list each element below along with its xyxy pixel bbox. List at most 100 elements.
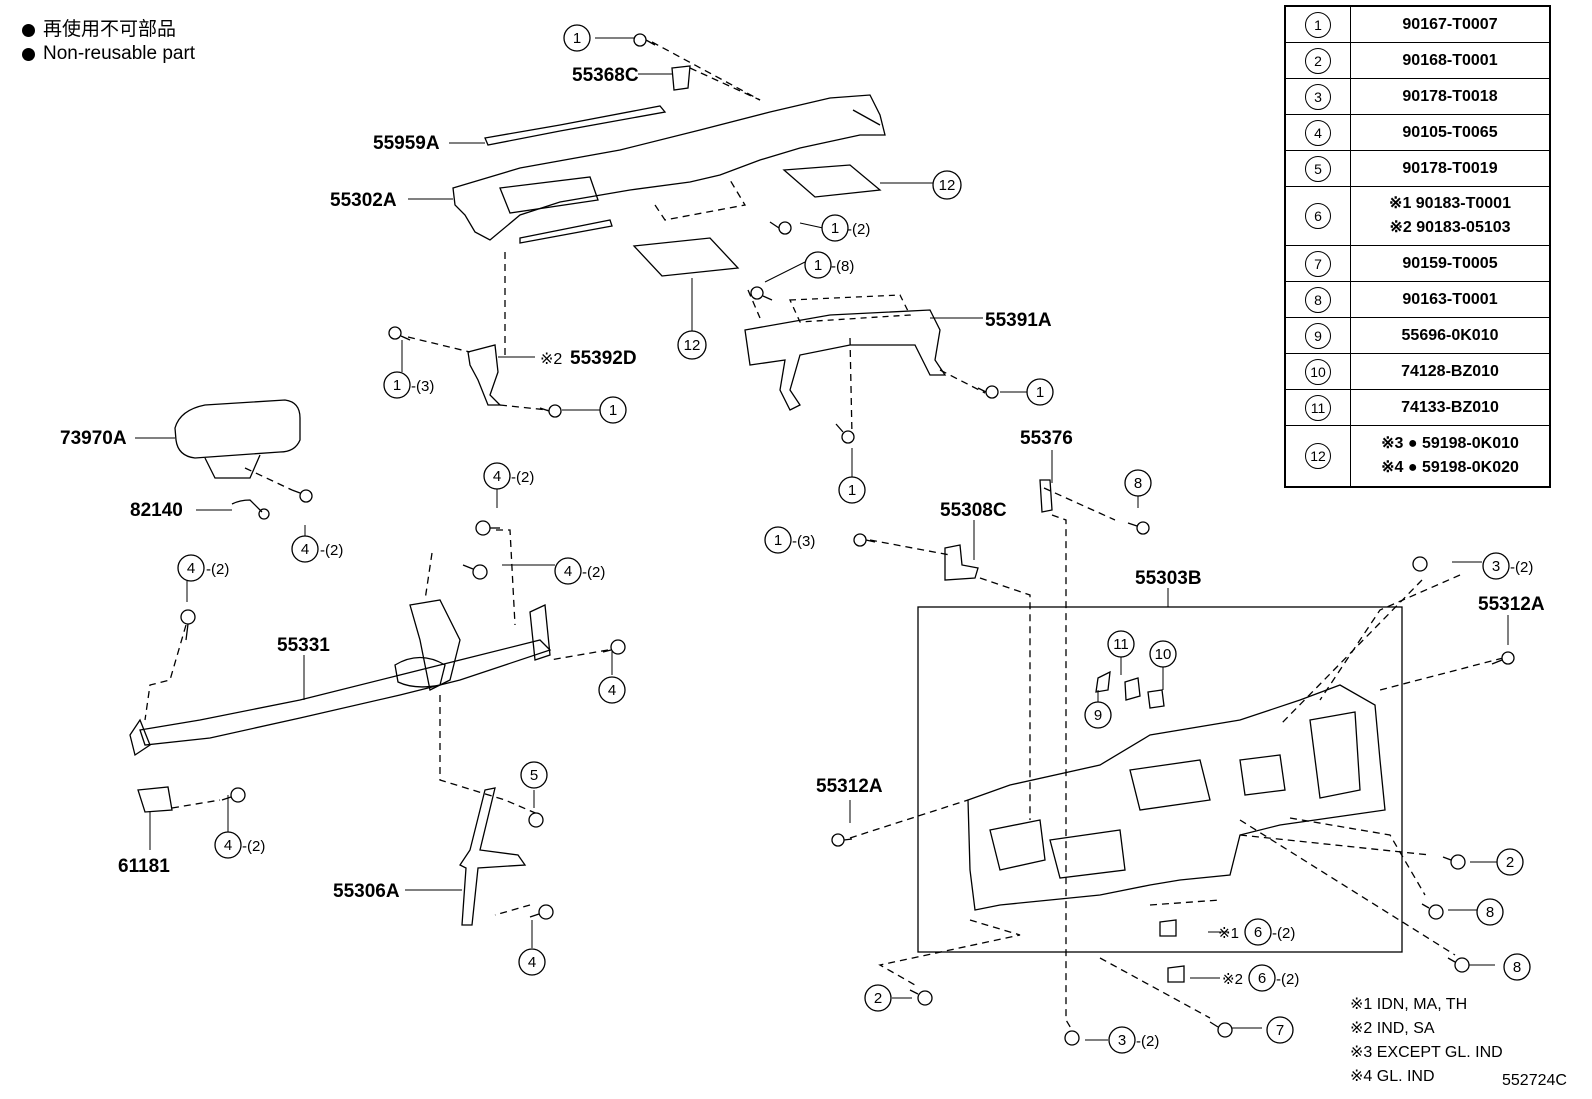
part-number: 90163-T0001 <box>1402 290 1498 308</box>
callout-12: 12 <box>677 330 707 360</box>
note-marker: ※1 <box>1218 925 1239 942</box>
footnote-4: ※4 GL. IND <box>1350 1068 1435 1085</box>
svg-text:12: 12 <box>684 337 701 354</box>
parts-table-row: 6※1 90183-T0001※2 90183-05103 <box>1284 186 1551 246</box>
nonreusable-dot-icon <box>22 23 35 37</box>
parts-table-index-cell: 2 <box>1284 42 1351 79</box>
qty-suffix: -(2) <box>582 564 605 581</box>
part-number: ※4 ● 59198-0K020 <box>1381 459 1519 476</box>
callout-circle: 6 <box>1305 203 1331 229</box>
parts-table-index-cell: 6 <box>1284 186 1351 246</box>
callout-4: 4 <box>214 831 242 859</box>
clip-9 <box>1095 670 1111 693</box>
svg-text:1: 1 <box>814 257 822 274</box>
bolt-icon <box>769 221 792 235</box>
svg-text:5: 5 <box>530 767 538 784</box>
callout-1: 1 <box>804 251 832 279</box>
part-label-61181: 61181 <box>118 856 170 877</box>
callout-4: 4 <box>598 676 626 704</box>
legend-row-nonreusable-jp: 再使用不可部品 <box>22 18 195 42</box>
callout-1: 1 <box>599 396 627 424</box>
parts-table-partnumber-cell: 74133-BZ010 <box>1350 389 1551 426</box>
svg-text:12: 12 <box>939 177 956 194</box>
nut-icon <box>528 812 544 828</box>
svg-text:3: 3 <box>1492 558 1500 575</box>
parts-table-index-cell: 12 <box>1284 425 1351 488</box>
svg-text:4: 4 <box>493 468 501 485</box>
callout-circle: 1 <box>1305 11 1331 38</box>
svg-text:1: 1 <box>774 532 782 549</box>
part-label-55392D: 55392D <box>570 348 637 369</box>
note-marker-55392D: ※2 <box>540 351 562 368</box>
diagram-id: 552724C <box>1502 1072 1567 1089</box>
clip-icon <box>1491 651 1515 665</box>
callout-circle: 4 <box>1305 119 1331 146</box>
part-number: 90178-T0018 <box>1402 87 1498 105</box>
parts-table-index-cell: 8 <box>1284 281 1351 318</box>
callout-circle: 9 <box>1305 322 1331 349</box>
parts-table-row: 11 74133-BZ010 <box>1284 389 1551 426</box>
footnote-3: ※3 EXCEPT GL. IND <box>1350 1044 1503 1061</box>
svg-text:8: 8 <box>1134 475 1142 492</box>
part-label-55376: 55376 <box>1020 428 1073 449</box>
svg-text:4: 4 <box>187 560 195 577</box>
callout-10: 10 <box>1149 640 1177 668</box>
parts-table-partnumber-cell: 90163-T0001 <box>1350 281 1551 318</box>
callout-1: 1 <box>383 371 411 399</box>
part-number: 74133-BZ010 <box>1401 398 1499 416</box>
callout-6: 6 <box>1244 918 1272 946</box>
callout-1: 1 <box>1026 378 1054 406</box>
callout-9: 9 <box>1084 701 1112 729</box>
pad-12-center <box>632 237 740 277</box>
parts-table-partnumber-cell: 90178-T0018 <box>1350 78 1551 115</box>
bolt-icon <box>475 520 500 536</box>
parts-table-index-cell: 9 <box>1284 317 1351 354</box>
bolt-icon <box>462 564 488 580</box>
parts-table-index-cell: 5 <box>1284 150 1351 187</box>
qty-suffix: -(2) <box>1510 559 1533 576</box>
part-number: 90159-T0005 <box>1402 254 1498 272</box>
part-number: ※1 90183-T0001 <box>1389 195 1511 212</box>
part-label-55312A-left: 55312A <box>816 776 883 797</box>
qty-suffix: -(2) <box>847 221 870 238</box>
part-label-55303B: 55303B <box>1135 568 1202 589</box>
footnotes: ※1 IDN, MA, TH ※2 IND, SA ※3 EXCEPT GL. … <box>1350 993 1503 1089</box>
parts-table-row: 12※3 ● 59198-0K010※4 ● 59198-0K020 <box>1284 425 1551 488</box>
callout-8: 8 <box>1476 898 1504 926</box>
parts-table-partnumber-cell: 90167-T0007 <box>1350 5 1551 43</box>
parts-table-row: 8 90163-T0001 <box>1284 281 1551 318</box>
parts-table-index-cell: 10 <box>1284 353 1351 390</box>
callout-4: 4 <box>483 462 511 490</box>
callout-7: 7 <box>1266 1016 1294 1044</box>
upper-dash-panel-55302A <box>452 94 886 244</box>
nut-icon <box>1064 1030 1080 1046</box>
svg-text:1: 1 <box>831 220 839 237</box>
bolt-icon <box>180 609 196 641</box>
bracket-61181 <box>137 786 173 813</box>
callout-circle: 10 <box>1305 358 1331 385</box>
svg-text:4: 4 <box>301 541 309 558</box>
svg-text:4: 4 <box>564 563 572 580</box>
bracket-11 <box>1124 677 1141 701</box>
svg-text:7: 7 <box>1276 1022 1284 1039</box>
clip-icon <box>831 833 853 847</box>
part-label-55306A: 55306A <box>333 881 400 902</box>
bolt-icon <box>909 989 933 1006</box>
parts-table-index-cell: 11 <box>1284 389 1351 426</box>
svg-text:1: 1 <box>609 402 617 419</box>
part-label-55368C: 55368C <box>572 65 639 86</box>
bolt-icon <box>539 404 562 418</box>
legend: 再使用不可部品 Non-reusable part <box>22 18 195 66</box>
callout-8: 8 <box>1124 469 1152 497</box>
callout-circle: 2 <box>1305 47 1331 74</box>
part-label-55302A: 55302A <box>330 190 397 211</box>
callout-1: 1 <box>821 214 849 242</box>
parts-table-partnumber-cell: 90159-T0005 <box>1350 245 1551 282</box>
part-label-55391A: 55391A <box>985 310 1052 331</box>
parts-table-partnumber-cell: ※3 ● 59198-0K010※4 ● 59198-0K020 <box>1350 425 1551 488</box>
